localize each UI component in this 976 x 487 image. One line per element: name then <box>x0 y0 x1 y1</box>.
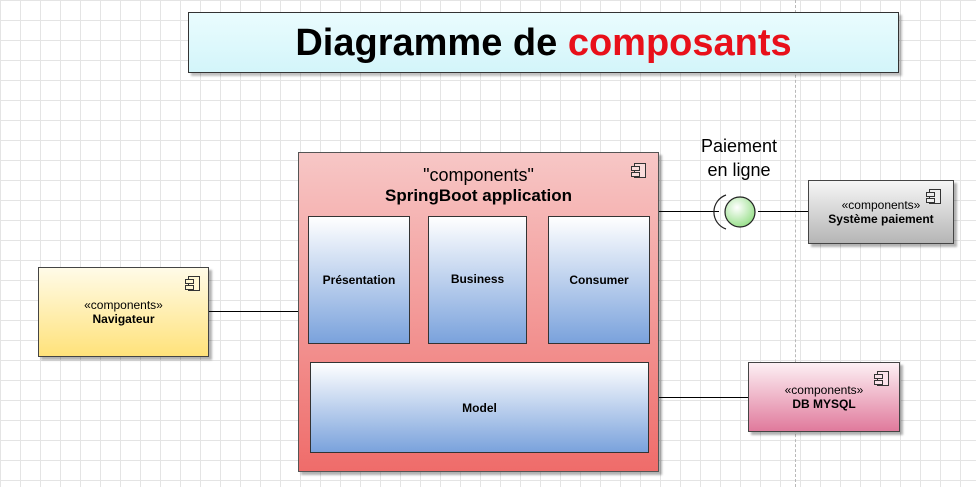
title-accent: composants <box>567 22 792 64</box>
component-icon <box>926 189 941 204</box>
layer-consumer[interactable]: Consumer <box>548 216 650 344</box>
connector-app-interface <box>659 211 719 212</box>
database-stereotype: «components» <box>784 383 864 397</box>
page-boundary-line <box>795 0 796 487</box>
component-icon <box>631 163 646 178</box>
database-name: DB MYSQL <box>792 397 856 411</box>
connector-app-database <box>659 397 749 398</box>
title-main: Diagramme de <box>295 22 568 64</box>
springboot-application-component[interactable]: "components" SpringBoot application Prés… <box>298 152 659 472</box>
payment-system-component[interactable]: «components» Système paiement <box>808 180 954 244</box>
layer-consumer-label: Consumer <box>569 273 629 287</box>
navigator-name: Navigateur <box>92 312 155 326</box>
layer-model[interactable]: Model <box>310 362 649 453</box>
layer-presentation[interactable]: Présentation <box>308 216 410 344</box>
component-icon <box>185 276 200 291</box>
database-component[interactable]: «components» DB MYSQL <box>748 362 900 432</box>
navigator-stereotype: «components» <box>84 298 163 312</box>
layer-model-label: Model <box>462 400 497 415</box>
interface-label-line1: Paiement <box>700 136 778 156</box>
layer-business[interactable]: Business <box>428 216 527 344</box>
connector-interface-payment <box>758 211 809 212</box>
payment-system-name: Système paiement <box>828 212 934 226</box>
layer-business-label: Business <box>450 272 505 286</box>
app-stereotype: "components" <box>423 165 534 185</box>
connector-navigator-app <box>208 311 298 312</box>
app-name: SpringBoot application <box>385 186 572 205</box>
layer-presentation-label: Présentation <box>322 273 396 287</box>
navigator-component[interactable]: «components» Navigateur <box>38 267 209 357</box>
diagram-title: Diagramme de composants <box>188 12 899 73</box>
payment-system-stereotype: «components» <box>841 198 921 212</box>
component-icon <box>874 371 889 386</box>
interface-label: Paiement en ligne <box>684 134 794 182</box>
interface-lollipop-icon <box>713 194 756 230</box>
interface-label-line2: en ligne <box>707 160 771 180</box>
